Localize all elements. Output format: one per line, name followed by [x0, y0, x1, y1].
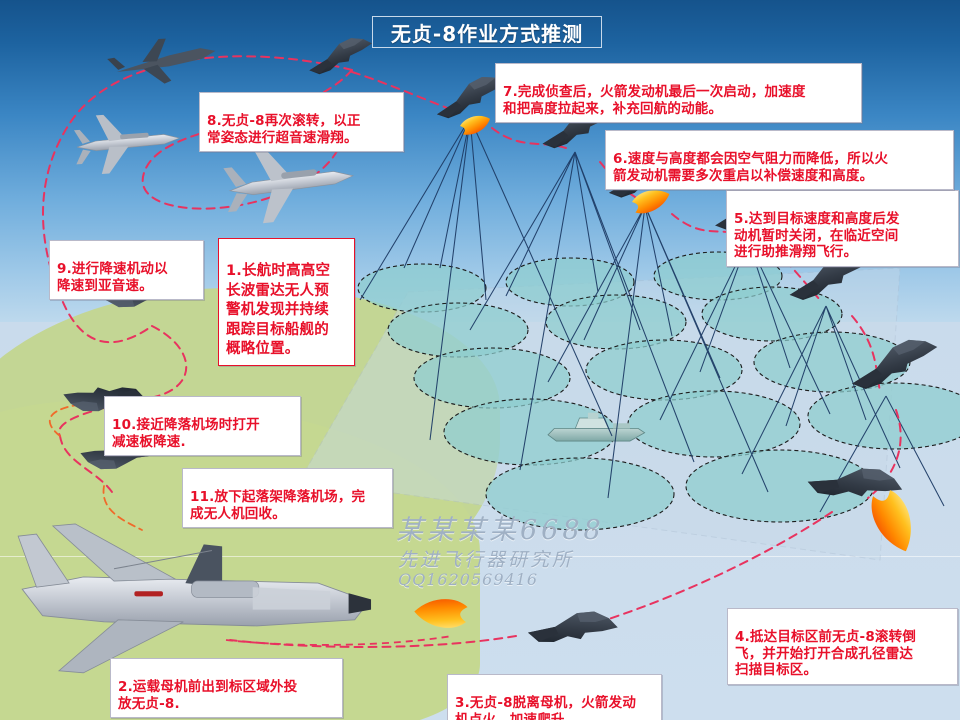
callout-9-number: 9.: [57, 261, 72, 278]
callout-9[interactable]: 9.进行降速机动以 降速到亚音速。: [49, 240, 204, 301]
target-ship: [547, 412, 646, 442]
callout-3-text: 无贞-8脱离母机，火箭发动 机点火，加速爬升。: [455, 695, 637, 720]
callout-1[interactable]: 1.长航时高高空 长波雷达无人预 警机发现并持续 跟踪目标船舰的 概略位置。: [218, 238, 355, 366]
callout-8[interactable]: 8.无贞-8再次滚转，以正 常姿态进行超音速滑翔。: [199, 92, 404, 153]
callout-5-number: 5.: [734, 211, 749, 228]
callout-8-number: 8.: [207, 113, 222, 130]
callout-11-text: 放下起落架降落机场，完 成无人机回收。: [190, 489, 366, 522]
radar-cone-lines: [359, 117, 945, 513]
callout-7[interactable]: 7.完成侦查后，火箭发动机最后一次启动，加速度 和把高度拉起来，补充回航的动能。: [495, 63, 862, 124]
callout-10-number: 10.: [112, 417, 137, 434]
callout-5-text: 达到目标速度和高度后发 动机暂时关闭，在临近空间 进行助推滑翔飞行。: [734, 211, 900, 261]
callout-8-text: 无贞-8再次滚转，以正 常姿态进行超音速滑翔。: [207, 113, 361, 146]
horizon-line: [0, 556, 960, 557]
page-title: 无贞-8作业方式推测: [372, 16, 602, 48]
mothership-h6: [17, 523, 372, 674]
awacs-aircraft-2: [223, 147, 354, 224]
callout-10-text: 接近降落机场时打开 减速板降速.: [112, 417, 260, 450]
callout-6-number: 6.: [613, 151, 628, 168]
watermark-line-2: 先进飞行器研究所: [398, 549, 575, 571]
callout-5[interactable]: 5.达到目标速度和高度后发 动机暂时关闭，在临近空间 进行助推滑翔飞行。: [726, 190, 959, 267]
bomber-high-left: [107, 38, 216, 84]
awacs-aircraft: [73, 114, 181, 175]
uav-rollover-flame: [871, 490, 911, 552]
callout-2-text: 运载母机前出到标区域外投 放无贞-8.: [118, 679, 298, 712]
callout-4[interactable]: 4.抵达目标区前无贞-8滚转倒 飞，并开始打开合成孔径雷达 扫描目标区。: [727, 608, 958, 685]
callout-11-number: 11.: [190, 489, 215, 506]
uav-separation: [527, 606, 619, 648]
callout-3-number: 3.: [455, 695, 470, 712]
uav-boost-1-flame: [460, 115, 490, 135]
callout-11[interactable]: 11.放下起落架降落机场，完 成无人机回收。: [182, 468, 393, 529]
callout-9-text: 进行降速机动以 降速到亚音速。: [57, 261, 168, 294]
watermark-line-1: 某某某某6688: [396, 515, 605, 546]
watermark-line-3: QQ1620569416: [398, 570, 539, 589]
uav-separation-flame: [414, 599, 468, 628]
callout-6-text: 速度与高度都会因空气阻力而降低，所以火 箭发动机需要多次重启以补偿速度和高度。: [613, 151, 889, 184]
uav-glide-top-left: [303, 33, 377, 77]
callout-6[interactable]: 6.速度与高度都会因空气阻力而降低，所以火 箭发动机需要多次重启以补偿速度和高度…: [605, 130, 954, 191]
radar-footprint-grid: [357, 251, 960, 531]
uav-boost-3-flame: [632, 190, 670, 214]
callout-1-text: 长航时高高空 长波雷达无人预 警机发现并持续 跟踪目标船舰的 概略位置。: [226, 263, 331, 358]
callout-4-text: 抵达目标区前无贞-8滚转倒 飞，并开始打开合成孔径雷达 扫描目标区。: [735, 629, 917, 679]
callout-2-number: 2.: [118, 679, 133, 696]
callout-2[interactable]: 2.运载母机前出到标区域外投 放无贞-8.: [110, 658, 343, 719]
callout-4-number: 4.: [735, 629, 750, 646]
callout-10[interactable]: 10.接近降落机场时打开 减速板降速.: [104, 396, 301, 457]
callout-1-number: 1.: [226, 263, 242, 280]
callout-7-number: 7.: [503, 84, 518, 101]
callout-7-text: 完成侦查后，火箭发动机最后一次启动，加速度 和把高度拉起来，补充回航的动能。: [503, 84, 806, 117]
callout-3[interactable]: 3.无贞-8脱离母机，火箭发动 机点火，加速爬升。: [447, 674, 662, 720]
mothership-release-marker: [225, 635, 453, 646]
